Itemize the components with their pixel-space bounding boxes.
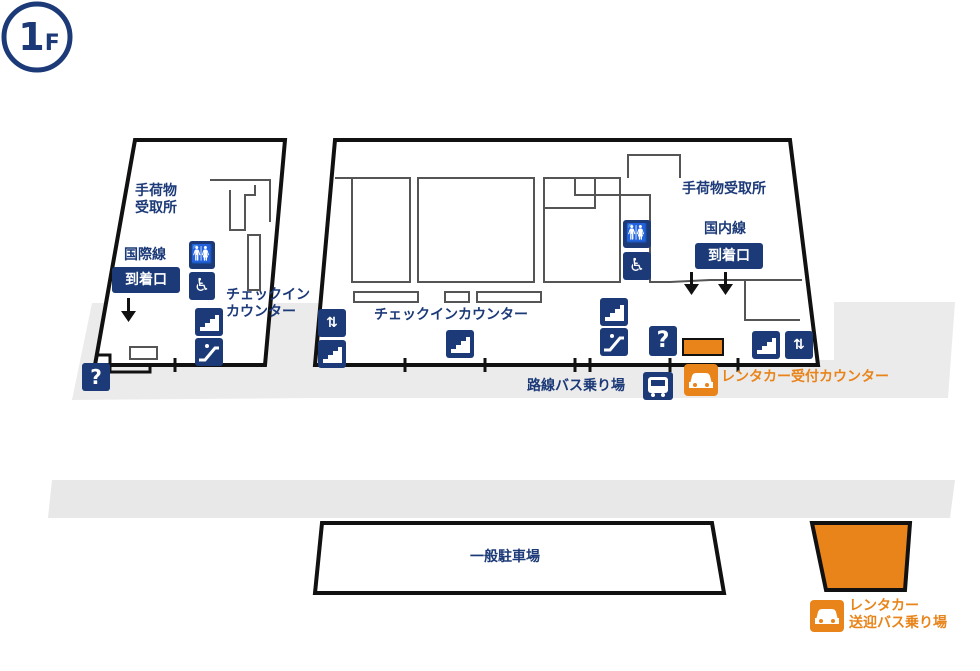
intl-baggage-line2: 受取所 <box>135 200 177 216</box>
route-bus-stop-label: 路線バス乗り場 <box>527 378 625 394</box>
bus-icon <box>643 372 673 400</box>
wheelchair-icon: ♿ <box>623 252 651 280</box>
floor-suffix: F <box>44 31 60 56</box>
dom-baggage-claim-label: 手荷物受取所 <box>682 181 766 197</box>
floor-badge <box>1 1 73 73</box>
restroom-icon: 🚻 <box>189 241 215 269</box>
restroom-icon: 🚻 <box>623 220 651 248</box>
road <box>48 480 955 518</box>
checkin-center-label: チェックインカウンター <box>374 307 528 323</box>
rental-counter-desk <box>682 338 724 356</box>
parking-lot <box>312 521 727 595</box>
info-icon-center: ? <box>649 326 677 356</box>
dom-arrival-gate: 到着口 <box>695 243 763 269</box>
arrival-arrows <box>121 272 733 322</box>
domestic-terminal <box>312 138 821 372</box>
parking-label: 一般駐車場 <box>470 549 540 565</box>
rental-shuttle-label: レンタカー 送迎バス乗り場 <box>849 598 947 632</box>
rental-counter-label: レンタカー受付カウンター <box>721 369 889 385</box>
rental-shuttle-line2: 送迎バス乗り場 <box>849 615 947 631</box>
escalator-icon <box>600 328 628 356</box>
intl-arrival-line-label: 国際線 <box>124 247 166 263</box>
escalator-icon <box>195 338 223 366</box>
dom-arrival-line-label: 国内線 <box>704 221 746 237</box>
info-icon-left: ? <box>82 363 110 391</box>
stairs-icon <box>600 298 628 326</box>
elevator-icon: ⇅ <box>785 331 813 359</box>
floor-label: 1F <box>14 15 64 59</box>
intl-baggage-claim-label: 手荷物 受取所 <box>135 183 177 217</box>
elevator-icon: ⇅ <box>318 309 346 337</box>
stairs-icon <box>195 308 223 336</box>
checkin-left-line2: カウンター <box>226 304 296 320</box>
stairs-icon <box>318 340 346 368</box>
stairs-icon <box>752 331 780 359</box>
wheelchair-icon: ♿ <box>189 272 215 300</box>
sidewalk-right <box>834 302 955 398</box>
stairs-icon <box>446 330 474 358</box>
car-icon <box>684 364 718 396</box>
floor-number: 1 <box>18 15 45 59</box>
checkin-left-label: チェックイン カウンター <box>226 287 310 321</box>
car-icon <box>810 600 844 632</box>
intl-baggage-line1: 手荷物 <box>135 183 177 199</box>
intl-arrival-gate: 到着口 <box>112 267 180 293</box>
checkin-left-line1: チェックイン <box>226 287 310 303</box>
crosswalk <box>706 404 736 466</box>
rental-shuttle-area <box>809 521 913 592</box>
rental-shuttle-line1: レンタカー <box>849 598 919 614</box>
